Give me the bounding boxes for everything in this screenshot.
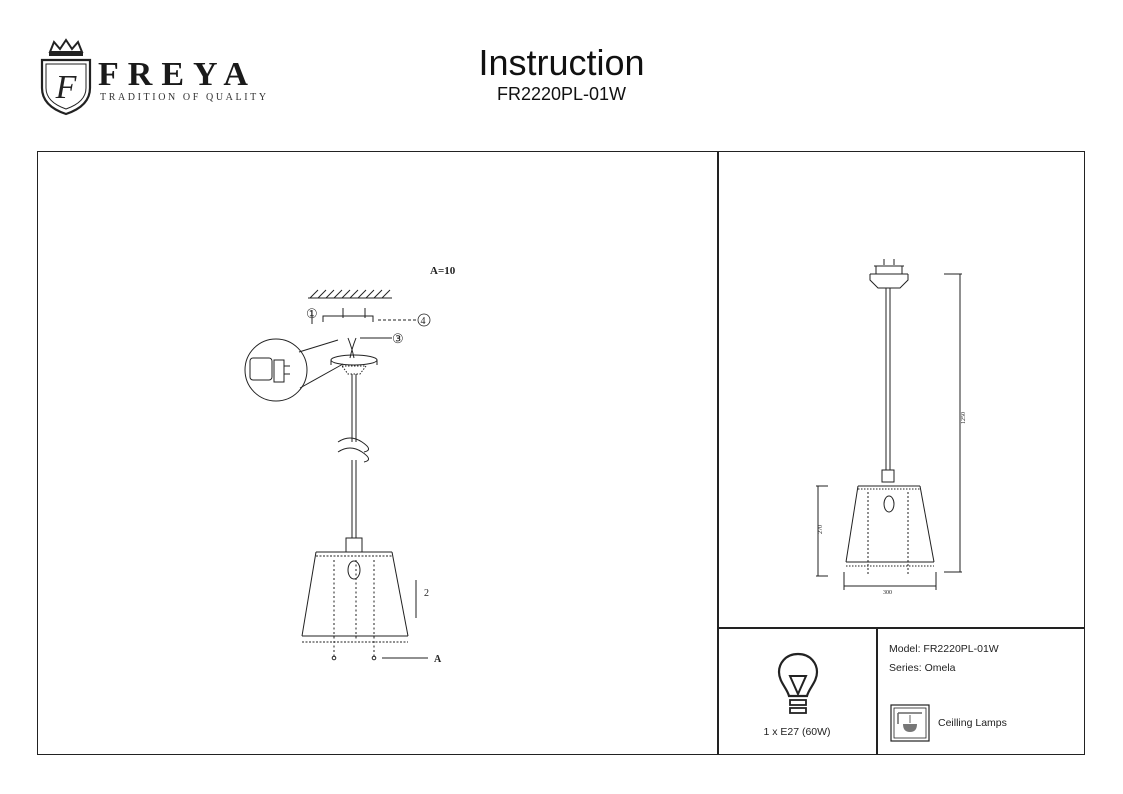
brand-logo: F	[36, 38, 276, 118]
page-title: Instruction	[478, 42, 645, 83]
brand-name: FREYA	[98, 56, 257, 93]
callout-1: ①	[306, 306, 318, 321]
category-label: Ceilling Lamps	[938, 717, 1007, 729]
instruction-frame	[37, 151, 1085, 755]
dim-shade-left	[845, 485, 859, 563]
shade-left	[301, 551, 317, 637]
ceiling-hatching	[309, 289, 391, 299]
dim-canopy	[869, 274, 909, 289]
dim-height-total: 1250	[961, 412, 967, 424]
callout-3: ③	[392, 331, 404, 346]
ceiling-lamp-icon	[890, 704, 930, 742]
label-a: A	[434, 654, 442, 665]
svg-text:F: F	[55, 69, 78, 106]
shade-right	[391, 551, 409, 637]
divider-horizontal-info	[717, 627, 1085, 629]
spec-note: A=10	[430, 265, 456, 277]
crown-shield-logo-icon: F	[40, 38, 92, 116]
model-line: Model: FR2220PL-01W	[889, 643, 999, 655]
assembly-diagram: A=10 ① ③ 4 2 A	[244, 265, 456, 665]
brand-tagline: TRADITION OF QUALITY	[100, 92, 269, 103]
dim-shade-right	[919, 485, 935, 563]
dimension-diagram: 1250 270 300	[816, 259, 967, 596]
divider-vertical-main	[717, 151, 719, 755]
light-bulb-icon	[777, 652, 819, 714]
bulb-spec: 1 x E27 (60W)	[763, 726, 831, 738]
series-line: Series: Omela	[889, 662, 956, 674]
model-code: FR2220PL-01W	[496, 84, 627, 104]
callout-2: 2	[424, 588, 429, 599]
callout-4: 4	[421, 316, 426, 327]
mounting-bracket	[322, 315, 374, 322]
dim-shade-width: 300	[883, 590, 892, 596]
detail-circle	[244, 338, 308, 402]
dim-shade-height: 270	[818, 525, 824, 534]
socket	[345, 537, 363, 553]
divider-vertical-info	[876, 627, 878, 755]
